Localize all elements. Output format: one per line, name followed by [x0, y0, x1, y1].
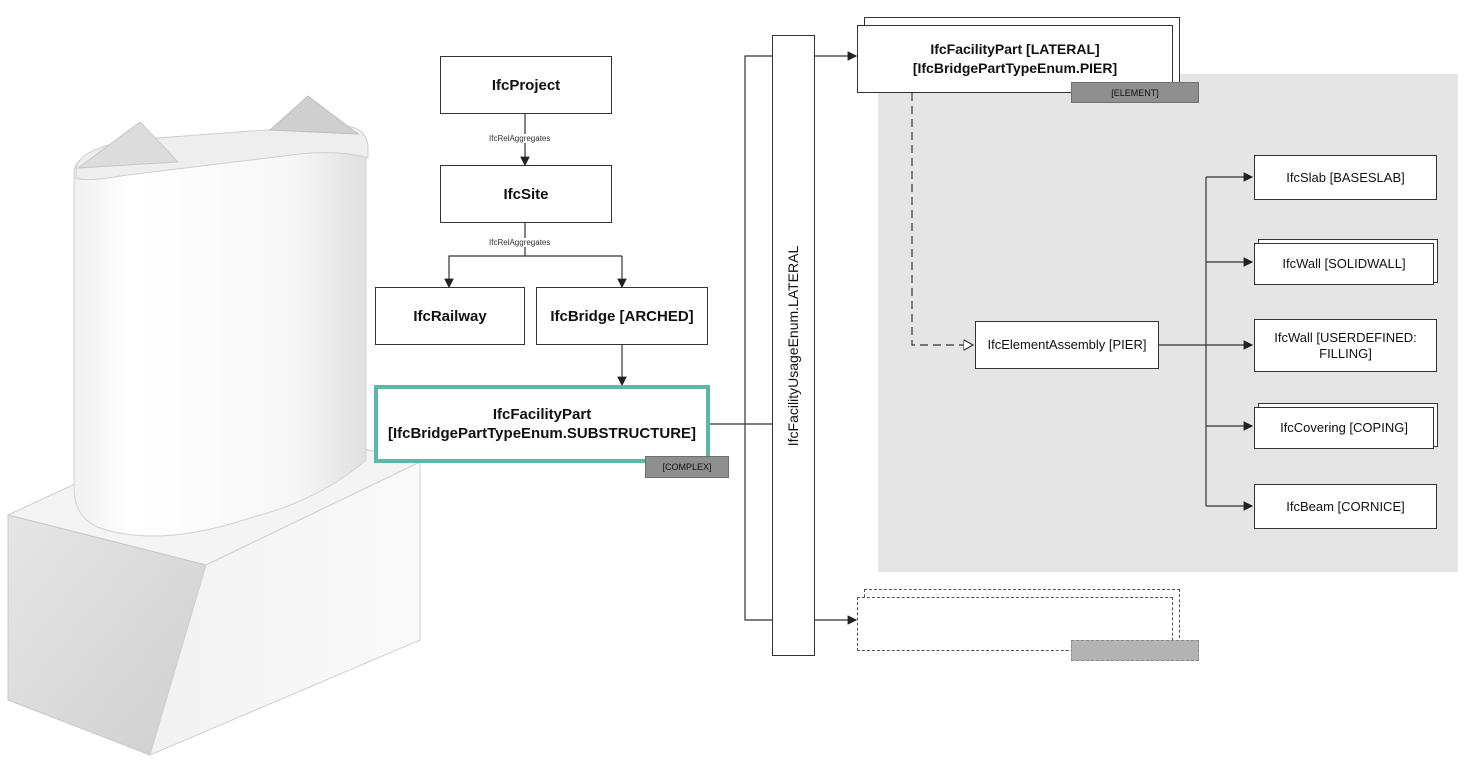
node-ifcwall-solid-label: IfcWall [SOLIDWALL]: [1282, 256, 1406, 271]
pier-3d-illustration: [6, 95, 422, 756]
node-ifcwall-solid[interactable]: IfcWall [SOLIDWALL]: [1254, 243, 1434, 285]
facility-usage-label-svg: IfcFacilityUsageEnum.LATERAL: [785, 246, 801, 447]
rel-aggregates-2: IfcRelAggregates: [488, 238, 552, 247]
node-element-assembly-label: IfcElementAssembly [PIER]: [987, 337, 1147, 352]
node-ifcrailway-label: IfcRailway: [413, 307, 487, 325]
node-substructure[interactable]: IfcFacilityPart [IfcBridgePartTypeEnum.S…: [374, 385, 710, 463]
node-ifccovering[interactable]: IfcCovering [COPING]: [1254, 407, 1434, 449]
node-lateral-facility-part[interactable]: IfcFacilityPart [LATERAL] [IfcBridgePart…: [857, 25, 1173, 93]
node-lateral-line1: IfcFacilityPart [LATERAL]: [930, 41, 1100, 57]
node-ifcrailway[interactable]: IfcRailway: [375, 287, 525, 345]
node-ifccovering-label: IfcCovering [COPING]: [1280, 420, 1408, 435]
cap-wedge-left: [76, 121, 180, 169]
node-ifcbeam-label: IfcBeam [CORNICE]: [1286, 498, 1405, 514]
node-wall-user-line2: FILLING]: [1319, 345, 1372, 361]
tag-element: [ELEMENT]: [1071, 82, 1199, 103]
edge-split-railway: [444, 255, 622, 289]
node-ifcslab-label: IfcSlab [BASESLAB]: [1286, 169, 1405, 185]
node-ifcbeam[interactable]: IfcBeam [CORNICE]: [1254, 484, 1437, 529]
placeholder-tag: [1071, 640, 1199, 661]
node-ifcbridge[interactable]: IfcBridge [ARCHED]: [536, 287, 708, 345]
node-ifcbridge-label: IfcBridge [ARCHED]: [550, 307, 694, 325]
node-substructure-line2: [IfcBridgePartTypeEnum.SUBSTRUCTURE]: [387, 425, 697, 442]
node-facility-usage[interactable]: IfcFacilityUsageEnum.LATERAL: [772, 35, 815, 656]
facility-usage-label: IfcFacilityUsageEnum.LATERAL: [785, 246, 801, 447]
edge-usage-bracket: [744, 55, 772, 621]
node-ifcsite-label: IfcSite: [503, 185, 549, 203]
node-ifcslab[interactable]: IfcSlab [BASESLAB]: [1254, 155, 1437, 200]
node-substructure-line1: IfcFacilityPart: [492, 406, 592, 423]
base-side-face: [149, 461, 421, 756]
node-element-assembly[interactable]: IfcElementAssembly [PIER]: [975, 321, 1159, 369]
node-lateral-line2: [IfcBridgePartTypeEnum.PIER]: [912, 60, 1118, 76]
rel-aggregates-1: IfcRelAggregates: [488, 134, 552, 143]
cap-wedge-right: [268, 95, 360, 135]
node-wall-user-line1: IfcWall [USERDEFINED:: [1274, 329, 1417, 345]
node-ifcproject-label: IfcProject: [491, 76, 561, 94]
node-ifcwall-userdefined[interactable]: IfcWall [USERDEFINED: FILLING]: [1254, 319, 1437, 372]
tag-complex: [COMPLEX]: [645, 456, 729, 478]
node-ifcsite[interactable]: IfcSite: [440, 165, 612, 223]
node-ifcproject[interactable]: IfcProject: [440, 56, 612, 114]
